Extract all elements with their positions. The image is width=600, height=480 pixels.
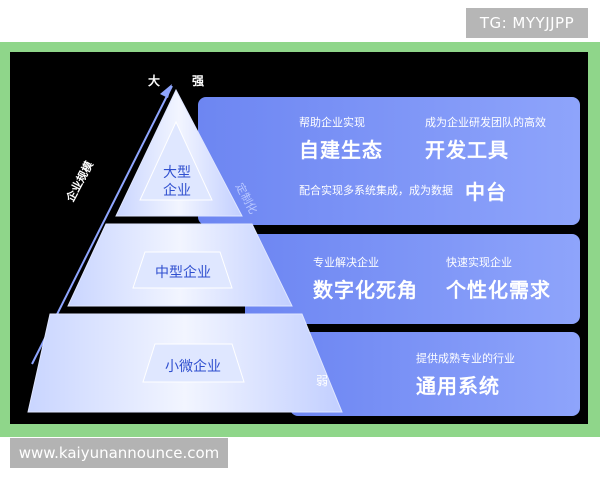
axis-label-bottom: 弱: [316, 374, 329, 388]
panel-bottom: [290, 332, 580, 416]
pyramid-tier-middle-inner: [132, 251, 233, 289]
pyramid-tier-top-inner: [139, 120, 213, 201]
top-extra-big: 中台: [465, 180, 507, 204]
top-extra-small: 配合实现多系统集成，成为数据: [299, 184, 453, 197]
panel-top: [198, 97, 580, 225]
top-item2-small: 成为企业研发团队的高效: [425, 116, 546, 129]
pyramid-label-medium: 中型企业: [155, 265, 211, 281]
panel-middle: [245, 234, 580, 324]
bottom-item1-small: 提供成熟专业的行业: [416, 352, 515, 365]
left-axis-arrow-head: [160, 84, 172, 98]
middle-item2-small: 快速实现企业: [446, 256, 512, 269]
pyramid-label-small: 小微企业: [165, 359, 221, 375]
pyramid-diagram: [27, 84, 580, 416]
diagram-canvas: 大 强 弱 企业规模 定制化 大型 企业 中型企业 小微企业 帮助企业实现 自建…: [10, 52, 588, 424]
watermark-bottom: www.kaiyunannounce.com: [10, 438, 228, 468]
pyramid-label-large-line1: 大型: [163, 165, 191, 181]
axis-label-top-right: 强: [192, 74, 205, 88]
middle-item1-big: 数字化死角: [313, 278, 418, 302]
pyramid-tier-bottom-inner: [142, 343, 245, 383]
bottom-item1-big: 通用系统: [416, 374, 500, 398]
middle-item1-small: 专业解决企业: [313, 256, 379, 269]
top-item1-big: 自建生态: [299, 138, 383, 162]
top-item1-small: 帮助企业实现: [299, 116, 365, 129]
middle-item2-big: 个性化需求: [446, 278, 551, 302]
axis-label-top-left: 大: [148, 74, 161, 88]
watermark-top: TG: MYYJJPP: [466, 8, 588, 38]
top-item2-big: 开发工具: [425, 138, 509, 162]
pyramid-label-large-line2: 企业: [163, 183, 191, 199]
